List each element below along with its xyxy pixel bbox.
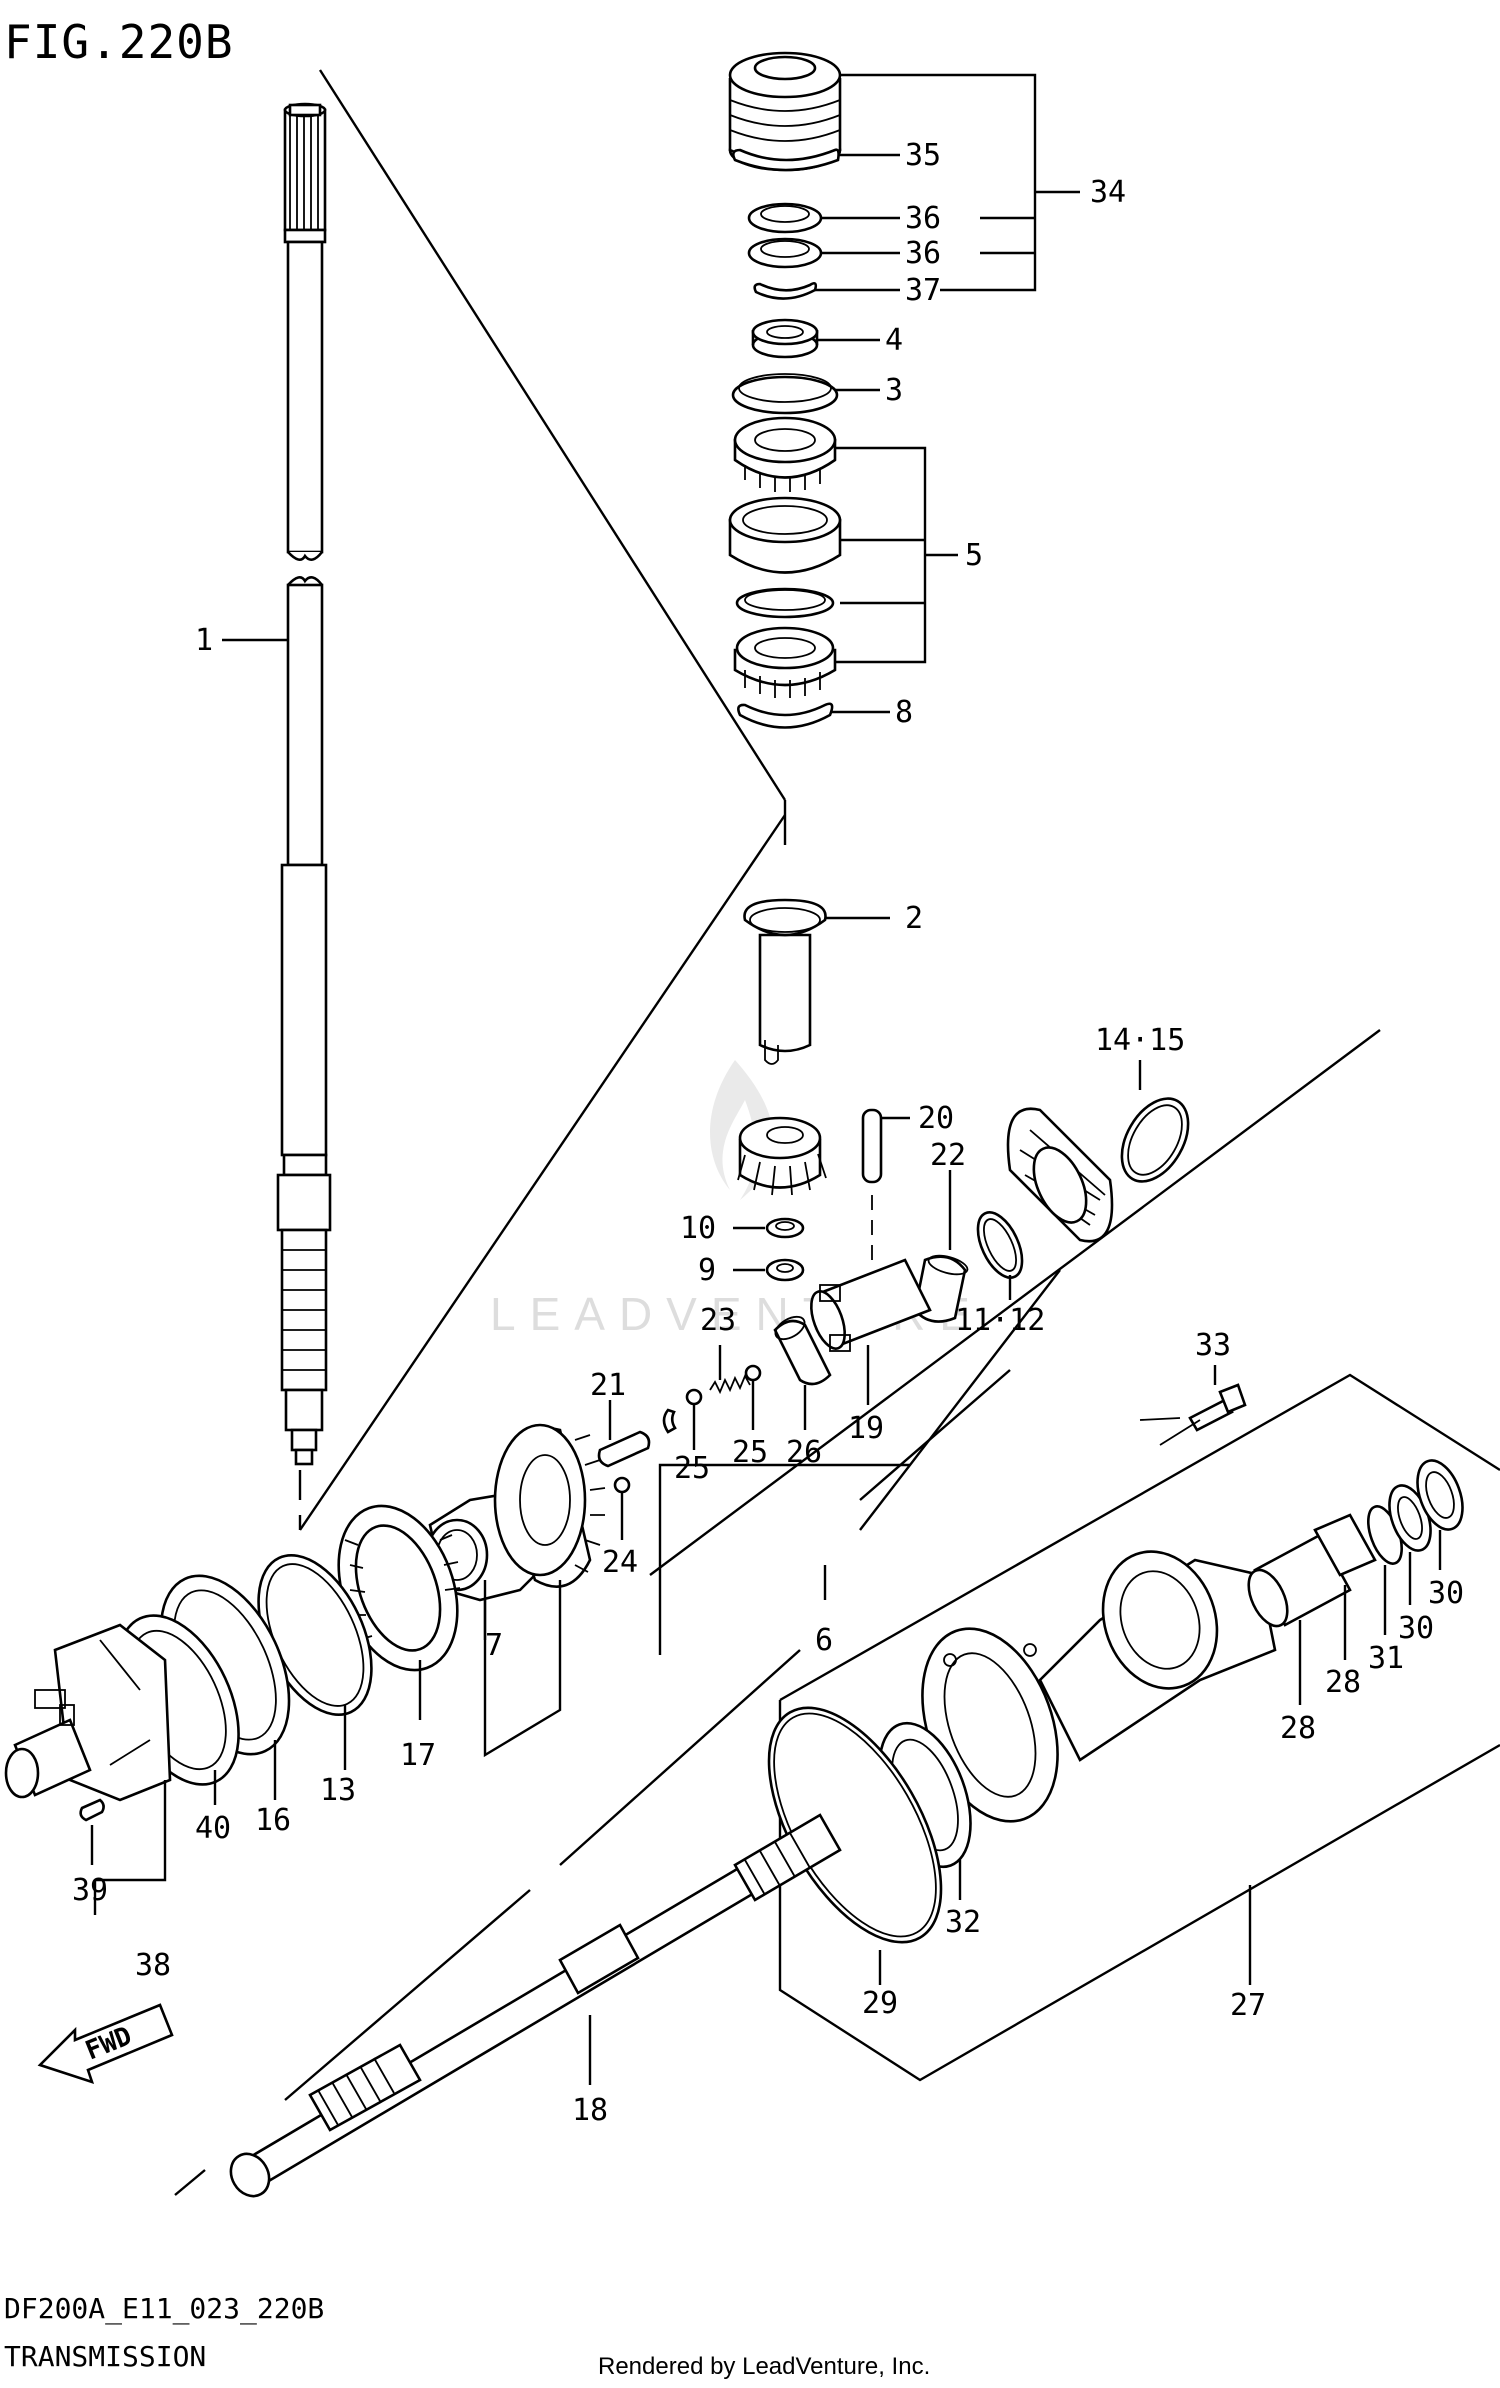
callout-30b: 30 <box>1428 1576 1464 1611</box>
callout-13: 13 <box>320 1773 356 1808</box>
assembly-27-frame <box>778 1373 1500 2082</box>
callout-5: 5 <box>965 538 983 573</box>
callout-31: 31 <box>1368 1641 1404 1676</box>
part-30-seals <box>1388 1459 1464 1552</box>
diagram-code: DF200A_E11_023_220B <box>4 2292 324 2326</box>
leader-lines <box>90 73 1442 2085</box>
callout-38: 38 <box>135 1948 171 1983</box>
callout-3: 3 <box>885 373 903 408</box>
callout-37: 37 <box>905 273 941 308</box>
callout-7: 7 <box>485 1628 503 1663</box>
callout-28b: 28 <box>1325 1665 1361 1700</box>
callout-27: 27 <box>1230 1988 1266 2023</box>
part-24-ball <box>613 1476 631 1494</box>
callout-25b: 25 <box>732 1435 768 1470</box>
part-36-seal <box>747 202 823 269</box>
callout-25a: 25 <box>674 1451 710 1486</box>
callout-24: 24 <box>602 1545 638 1580</box>
callout-4: 4 <box>885 323 903 358</box>
callout-6: 6 <box>815 1623 833 1658</box>
part-9-washer <box>765 1258 805 1282</box>
callout-34: 34 <box>1090 175 1126 210</box>
callout-1: 1 <box>195 623 213 658</box>
callout-30a: 30 <box>1398 1611 1434 1646</box>
part-21-push-rod <box>597 1408 677 1468</box>
callout-2: 2 <box>905 901 923 936</box>
section-title: TRANSMISSION <box>4 2340 206 2373</box>
callout-36b: 36 <box>905 236 941 271</box>
figure-title: FIG.220B <box>4 15 234 69</box>
part-1-drive-shaft <box>276 102 332 1466</box>
callout-32: 32 <box>945 1905 981 1940</box>
part-5-tapered-bearing <box>728 416 842 698</box>
callout-39: 39 <box>72 1873 108 1908</box>
callout-18: 18 <box>572 2093 608 2128</box>
part-35-ring <box>732 148 840 172</box>
callout-labels: 1 2 3 4 5 6 7 8 9 10 11·12 13 14·15 16 1… <box>72 138 1464 2128</box>
part-26-bushing <box>773 1315 832 1386</box>
part-39-pin <box>79 1798 105 1822</box>
callout-33: 33 <box>1195 1328 1231 1363</box>
callout-28a: 28 <box>1280 1711 1316 1746</box>
callout-19: 19 <box>848 1411 884 1446</box>
callout-23: 23 <box>700 1303 736 1338</box>
lower-assembly-lines <box>174 1029 1381 2196</box>
callout-17: 17 <box>400 1738 436 1773</box>
callout-14-15: 14·15 <box>1095 1023 1185 1058</box>
part-2-sleeve <box>743 898 827 1065</box>
part-7-reverse-gear <box>425 1423 606 1602</box>
assembly-lines <box>298 69 787 1531</box>
callout-8: 8 <box>895 695 913 730</box>
part-10-washer <box>765 1217 805 1239</box>
part-11-ring <box>976 1211 1024 1279</box>
part-pinion-gear <box>737 1116 827 1196</box>
callout-22: 22 <box>930 1138 966 1173</box>
part-33-bolt <box>1139 1383 1247 1446</box>
callout-35: 35 <box>905 138 941 173</box>
part-17-thrust-bearing <box>337 1504 461 1672</box>
part-4-bearing <box>751 318 819 359</box>
part-8-ring <box>737 702 834 729</box>
callout-21: 21 <box>590 1368 626 1403</box>
part-15-shim <box>1120 1097 1190 1183</box>
part-37-circlip <box>753 282 818 300</box>
callout-10: 10 <box>680 1211 716 1246</box>
part-19-clutch-dog <box>810 1258 932 1352</box>
credit-text: Rendered by LeadVenture, Inc. <box>598 2353 930 2380</box>
callout-29: 29 <box>862 1986 898 2021</box>
part-23-spring <box>709 1373 751 1395</box>
callout-16: 16 <box>255 1803 291 1838</box>
part-28-needle-bearing <box>1247 1513 1377 1628</box>
fwd-arrow-icon: FWD <box>37 2003 174 2085</box>
callout-20: 20 <box>918 1101 954 1136</box>
callout-40: 40 <box>195 1811 231 1846</box>
callout-9: 9 <box>698 1253 716 1288</box>
callout-26: 26 <box>786 1435 822 1470</box>
part-38-bearing-housing <box>4 1623 172 1802</box>
part-3-race <box>731 373 839 415</box>
part-20-pin <box>861 1108 883 1260</box>
callout-11-12: 11·12 <box>955 1303 1045 1338</box>
part-14-forward-gear <box>1006 1107 1114 1243</box>
part-18-propeller-shaft <box>229 1813 842 2198</box>
callout-36a: 36 <box>905 201 941 236</box>
